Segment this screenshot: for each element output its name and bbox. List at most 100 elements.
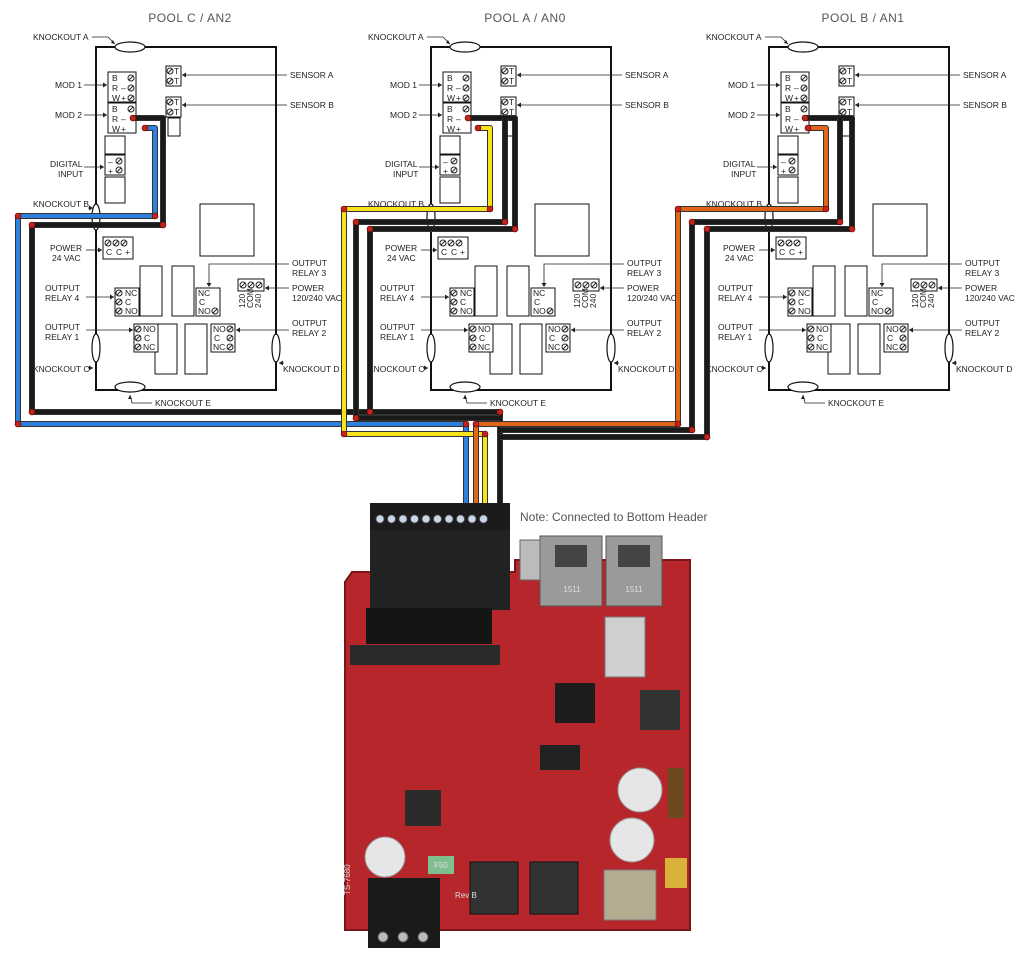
screw-terminal-icon — [134, 343, 142, 351]
digital-input-label-1: DIGITAL — [50, 159, 83, 169]
v240-label: 240 — [253, 294, 263, 308]
rev-label: Rev B — [455, 891, 477, 900]
wire-junction-dot — [674, 420, 682, 428]
screw-terminal-icon — [462, 84, 470, 92]
screw-terminal-icon — [788, 307, 796, 315]
screw-terminal-icon — [462, 105, 470, 113]
screw-terminal-icon — [807, 343, 815, 351]
relay-2-label-2: RELAY 2 — [965, 328, 999, 338]
wire-junction-dot — [129, 114, 137, 122]
wire-junction-dot — [703, 433, 711, 441]
relay-1-label-1: OUTPUT — [45, 322, 80, 332]
header-screw-icon — [444, 514, 454, 524]
knockout-b-label: KNOCKOUT B — [368, 199, 424, 209]
capacitor-2-icon — [609, 817, 655, 863]
knockout-d-label: KNOCKOUT D — [618, 364, 675, 374]
knockout-e-icon — [787, 381, 819, 393]
knockout-e-label: KNOCKOUT E — [155, 398, 211, 408]
screw-terminal-icon — [546, 307, 554, 315]
screw-terminal-icon — [112, 239, 120, 247]
knockout-d-label: KNOCKOUT D — [956, 364, 1013, 374]
relay-3-coil — [844, 265, 868, 317]
jack-port-2 — [618, 545, 650, 567]
relay-2-coil — [857, 323, 881, 375]
screw-terminal-icon — [127, 84, 135, 92]
r4-nc: NC — [460, 288, 472, 298]
screw-terminal-icon — [785, 239, 793, 247]
wire-junction-dot — [836, 218, 844, 226]
screw-terminal-icon — [462, 94, 470, 102]
ac-c: C — [106, 247, 112, 257]
screw-terminal-icon — [788, 298, 796, 306]
knockout-d-icon — [944, 333, 954, 363]
power-24-label-2: 24 VAC — [725, 253, 754, 263]
mod2-b: B — [112, 104, 118, 114]
knockout-b-label: KNOCKOUT B — [706, 199, 762, 209]
screw-terminal-icon — [839, 77, 847, 85]
digital-input-plug — [777, 176, 799, 204]
mod1-label: MOD 1 — [55, 80, 82, 90]
relay-2-label-2: RELAY 2 — [627, 328, 661, 338]
sensor-b-t2: T — [509, 107, 514, 117]
small-component — [428, 856, 454, 874]
inductor — [405, 790, 441, 826]
wire-junction-dot — [14, 420, 22, 428]
power-screw-icon — [397, 931, 409, 943]
knockout-c-label: KNOCKOUT C — [33, 364, 90, 374]
v120-label: 120 — [572, 294, 582, 308]
r4-c: C — [125, 297, 131, 307]
mod2-label: MOD 2 — [728, 110, 755, 120]
r1-no: NO — [816, 324, 829, 334]
screw-terminal-icon — [450, 289, 458, 297]
r4-nc: NC — [125, 288, 137, 298]
r4-no: NO — [125, 306, 138, 316]
screw-terminal-icon — [439, 239, 447, 247]
module-chip — [872, 203, 928, 257]
screw-terminal-icon — [450, 307, 458, 315]
relay-2-coil — [184, 323, 208, 375]
r2-no: NO — [886, 324, 899, 334]
r1-nc: NC — [478, 342, 490, 352]
wire-junction-dot — [801, 114, 809, 122]
mod1-label: MOD 1 — [728, 80, 755, 90]
relay-4-coil — [139, 265, 163, 317]
digital-input-block — [439, 135, 461, 155]
com-label: COM — [580, 288, 590, 308]
wire-junction-dot — [366, 225, 374, 233]
screw-terminal-icon — [115, 166, 123, 174]
screw-terminal-icon — [800, 84, 808, 92]
relay-4-label-2: RELAY 4 — [718, 293, 752, 303]
knockout-e-label: KNOCKOUT E — [490, 398, 546, 408]
r3-nc: NC — [198, 288, 210, 298]
power-24-label-1: POWER — [50, 243, 82, 253]
wire-junction-dot — [159, 221, 167, 229]
screw-terminal-icon — [226, 325, 234, 333]
relay-3-label-1: OUTPUT — [292, 258, 327, 268]
knockout-a-label: KNOCKOUT A — [368, 32, 424, 42]
relay-4-label-2: RELAY 4 — [380, 293, 414, 303]
mod1-r: R — [112, 83, 118, 93]
wire-junction-dot — [848, 225, 856, 233]
header-screw-icon — [375, 514, 385, 524]
digital-plus: + — [108, 166, 113, 176]
sensor-b-t1: T — [509, 97, 514, 107]
knockout-a-label: KNOCKOUT A — [706, 32, 762, 42]
screw-terminal-icon — [462, 74, 470, 82]
screw-terminal-icon — [226, 343, 234, 351]
power-24-label-2: 24 VAC — [387, 253, 416, 263]
relay-4-coil — [812, 265, 836, 317]
capacitor-3-icon — [364, 836, 406, 878]
screw-terminal-icon — [561, 334, 569, 342]
relay-3-label-1: OUTPUT — [965, 258, 1000, 268]
r2-nc: NC — [886, 342, 898, 352]
relay-block — [366, 608, 492, 644]
r3-c: C — [872, 297, 878, 307]
screw-terminal-icon — [501, 67, 509, 75]
screw-terminal-icon — [166, 108, 174, 116]
sensor-a-t2: T — [174, 76, 179, 86]
mod2-r: R — [447, 114, 453, 124]
screw-terminal-icon — [788, 166, 796, 174]
